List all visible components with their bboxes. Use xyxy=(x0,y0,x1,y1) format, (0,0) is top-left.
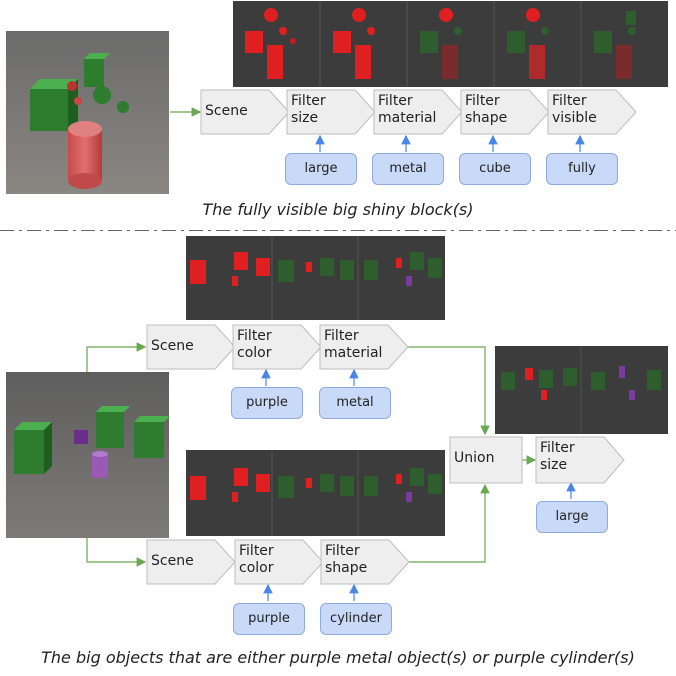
arg-chain-b-purple: purple xyxy=(233,603,305,635)
chain-b-to-union-arrow xyxy=(408,483,490,563)
arg-chain-a-purple: purple xyxy=(231,387,303,419)
attention-strip-top xyxy=(233,1,668,87)
union-node-label: Union xyxy=(454,450,495,466)
arg-top-metal: metal xyxy=(372,153,444,185)
arg-chain-b-cylinder: cylinder xyxy=(320,603,392,635)
final-filter-size-label: Filter size xyxy=(540,440,575,473)
chain-a-to-union-arrow xyxy=(408,346,490,436)
final-filter-size: Filter size xyxy=(535,436,625,484)
chain-top-filter-material-label: Filter material xyxy=(378,93,437,126)
caption-top: The fully visible big shiny block(s) xyxy=(202,200,474,219)
chain-b-filter-color-label: Filter color xyxy=(239,543,274,576)
chain-b-scene-label: Scene xyxy=(151,553,194,569)
chain-a-filter-material: Filter material xyxy=(319,324,409,370)
chain-b-scene: Scene xyxy=(146,539,236,585)
chain-top-filter-material: Filter material xyxy=(373,89,463,135)
chain-top-filter-visible: Filter visible xyxy=(547,89,637,135)
arg-top-large: large xyxy=(285,153,357,185)
caption-bottom: The big objects that are either purple m… xyxy=(41,648,635,667)
chain-b-filter-shape: Filter shape xyxy=(320,539,410,585)
chain-top-filter-visible-label: Filter visible xyxy=(552,93,597,126)
section-divider xyxy=(0,230,676,231)
scene-image-top xyxy=(6,31,169,194)
chain-a-filter-color-label: Filter color xyxy=(237,328,272,361)
union-node: Union xyxy=(449,436,523,484)
chain-top-scene: Scene xyxy=(200,89,290,135)
attention-strip-union xyxy=(495,346,668,434)
chain-a-filter-material-label: Filter material xyxy=(324,328,383,361)
scene-to-chain-a-arrow xyxy=(86,342,147,372)
chain-top-filter-shape-label: Filter shape xyxy=(465,93,508,126)
arg-final-large: large xyxy=(536,501,608,533)
chain-a-scene-label: Scene xyxy=(151,338,194,354)
arg-top-fully: fully xyxy=(546,153,618,185)
chain-b-filter-color: Filter color xyxy=(234,539,324,585)
scene-to-chain-b-arrow xyxy=(86,538,147,567)
attention-strip-bottom-b xyxy=(186,450,445,536)
arg-top-cube: cube xyxy=(459,153,531,185)
chain-top-scene-label: Scene xyxy=(205,103,248,119)
attention-strip-bottom-a xyxy=(186,236,445,320)
chain-a-scene: Scene xyxy=(146,324,236,370)
chain-a-filter-color: Filter color xyxy=(232,324,322,370)
arg-chain-a-metal: metal xyxy=(319,387,391,419)
chain-top-filter-shape: Filter shape xyxy=(460,89,550,135)
chain-b-filter-shape-label: Filter shape xyxy=(325,543,368,576)
chain-top-filter-size-label: Filter size xyxy=(291,93,326,126)
chain-top-filter-size: Filter size xyxy=(286,89,376,135)
scene-image-bottom xyxy=(6,372,169,538)
